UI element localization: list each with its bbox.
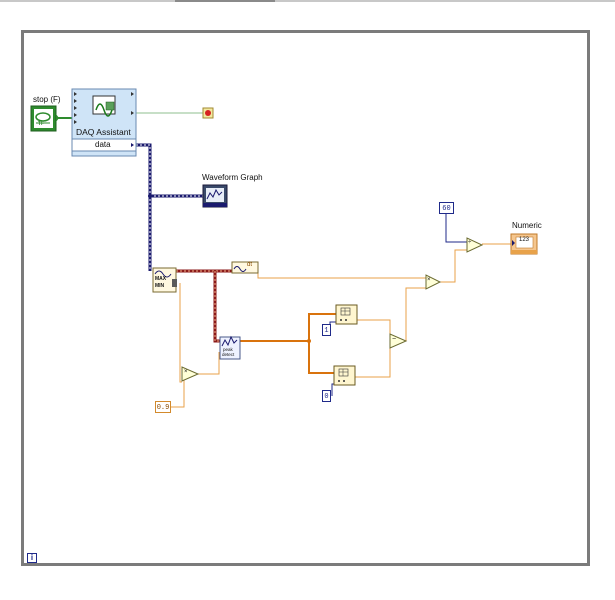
window-top-edge xyxy=(0,0,615,2)
waveform-graph-label: Waveform Graph xyxy=(202,173,263,182)
peak-detect-node[interactable] xyxy=(219,335,241,360)
daq-data-output-label: data xyxy=(95,140,111,149)
error-out-indicator[interactable] xyxy=(202,107,214,119)
scrollbar-thumb[interactable] xyxy=(175,0,275,2)
multiply-node-2[interactable] xyxy=(425,274,442,290)
waveform-graph-terminal[interactable] xyxy=(202,184,228,208)
divide-node[interactable] xyxy=(466,237,484,253)
multiply-1-symbol: × xyxy=(184,369,188,375)
constant-60[interactable]: 60 xyxy=(439,202,454,214)
wire-dynamic-data[interactable] xyxy=(136,143,203,271)
numeric-display: 123 xyxy=(519,237,530,243)
stop-terminal-label: stop (F) xyxy=(33,95,61,104)
wire-waveform[interactable] xyxy=(176,269,232,343)
index-array-node-bottom[interactable] xyxy=(333,365,356,386)
multiply-node-1[interactable] xyxy=(181,366,200,382)
daq-assistant-node[interactable] xyxy=(71,88,137,157)
wire-junction xyxy=(307,339,311,343)
maxmin-max-label: MAX xyxy=(155,276,167,282)
index-array-node-top[interactable] xyxy=(335,304,358,325)
iteration-terminal: i xyxy=(27,553,37,563)
dt-label: dt xyxy=(247,262,253,268)
multiply-2-symbol: × xyxy=(427,277,431,283)
stop-terminal[interactable] xyxy=(30,105,59,132)
numeric-indicator-terminal[interactable] xyxy=(510,233,538,255)
max-min-node[interactable] xyxy=(152,267,177,293)
divide-symbol: ÷ xyxy=(468,240,472,246)
stop-terminal-glyph: TF xyxy=(38,121,45,127)
subtract-symbol: − xyxy=(392,336,397,343)
constant-1[interactable]: 1 xyxy=(322,324,331,336)
peak-detect-line1: peak xyxy=(223,347,233,352)
maxmin-min-label: MIN xyxy=(155,283,165,289)
constant-0-9[interactable]: 0.9 xyxy=(155,401,171,413)
numeric-label: Numeric xyxy=(512,221,542,230)
constant-0[interactable]: 0 xyxy=(322,390,331,402)
subtract-node[interactable] xyxy=(389,333,408,349)
daq-assistant-title: DAQ Assistant xyxy=(76,127,131,137)
wire-peak-locations[interactable] xyxy=(240,313,336,374)
peak-detect-line2: detect xyxy=(222,352,235,357)
dt-node[interactable] xyxy=(231,261,259,274)
